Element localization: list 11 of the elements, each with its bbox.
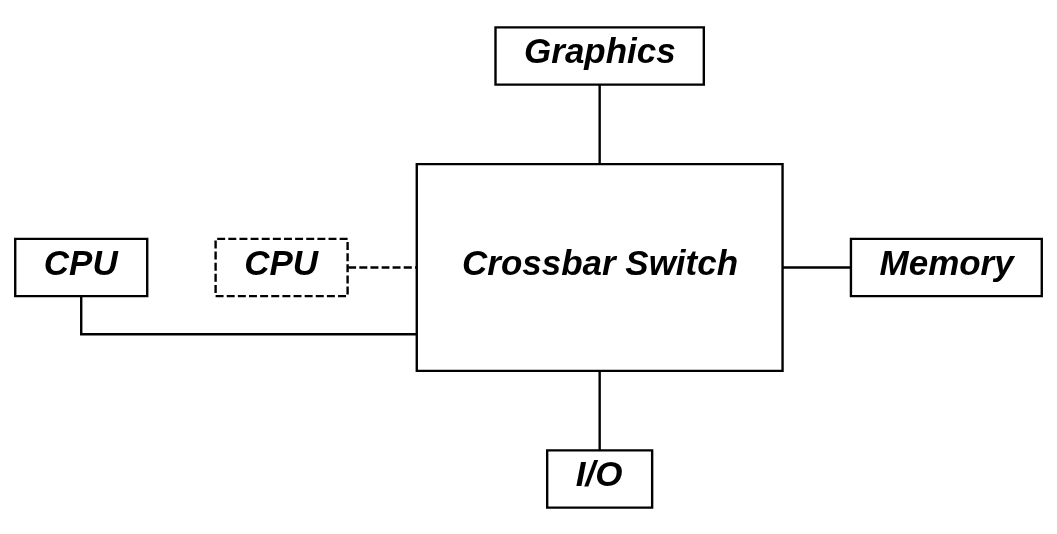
connector bbox=[598, 84, 601, 164]
node-box: Graphics bbox=[494, 25, 706, 86]
connector bbox=[782, 265, 851, 269]
connector bbox=[348, 265, 417, 269]
node-box: CPU bbox=[14, 237, 149, 297]
node-box: I/O bbox=[546, 448, 654, 509]
node-box: Memory bbox=[849, 237, 1043, 297]
connector bbox=[598, 370, 601, 450]
node-box: CPU bbox=[214, 237, 349, 297]
node-box: Crossbar Switch bbox=[415, 162, 784, 372]
connector bbox=[80, 295, 417, 335]
